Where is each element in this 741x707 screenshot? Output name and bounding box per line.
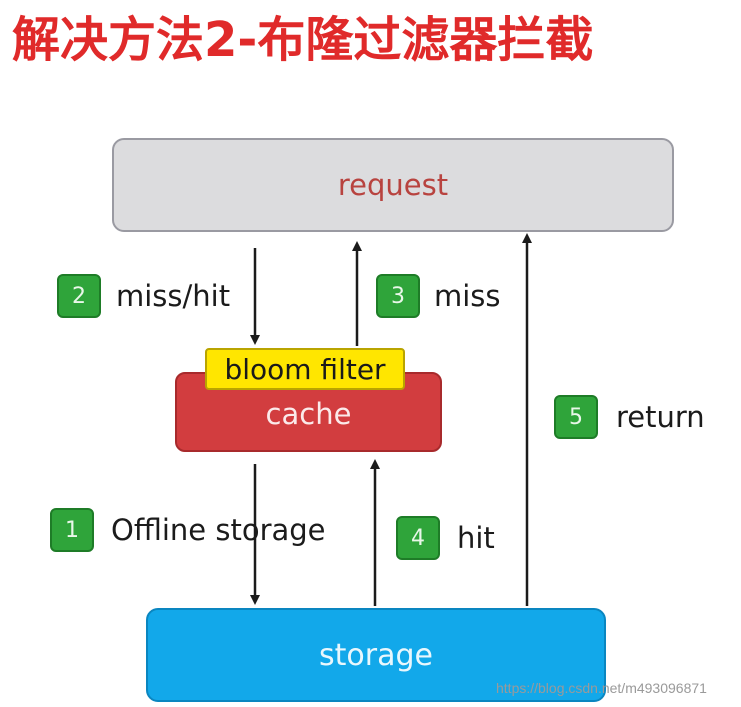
storage-label: storage — [319, 637, 433, 673]
step-3-label: miss — [434, 279, 501, 313]
step-4-badge: 4 — [396, 516, 440, 560]
bloom-filter-node: bloom filter — [205, 348, 405, 390]
step-3-badge: 3 — [376, 274, 420, 318]
step-2-label: miss/hit — [116, 279, 231, 313]
storage-node: storage — [146, 608, 606, 702]
step-2-badge: 2 — [57, 274, 101, 318]
step-5-badge: 5 — [554, 395, 598, 439]
request-label: request — [337, 168, 449, 202]
step-5-label: return — [616, 400, 705, 434]
step-1-badge: 1 — [50, 508, 94, 552]
watermark-url: https://blog.csdn.net/m493096871 — [496, 680, 707, 696]
page-title: 解决方法2-布隆过滤器拦截 — [12, 12, 594, 68]
step-4-label: hit — [457, 521, 495, 555]
cache-label: cache — [265, 397, 352, 431]
request-node: request — [112, 138, 674, 232]
bloom-filter-label: bloom filter — [224, 352, 386, 386]
step-1-label: Offline storage — [111, 513, 326, 547]
